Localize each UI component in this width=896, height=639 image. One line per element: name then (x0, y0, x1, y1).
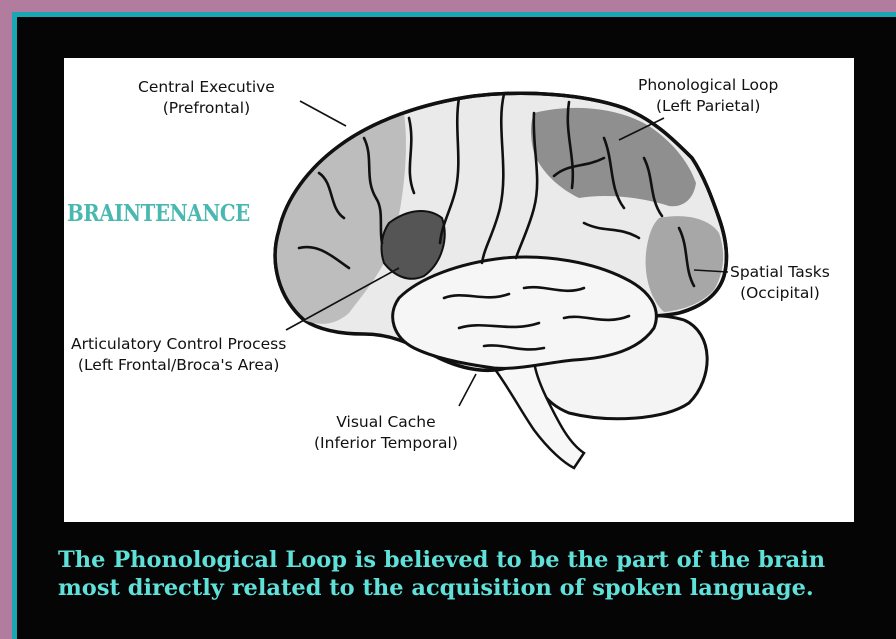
label-visual-cache-line2: (Inferior Temporal) (314, 433, 458, 454)
caption: The Phonological Loop is believed to be … (58, 546, 878, 602)
label-articulatory-line1: Articulatory Control Process (71, 334, 286, 355)
label-spatial-tasks-line2: (Occipital) (730, 283, 830, 304)
label-spatial-tasks-line1: Spatial Tasks (730, 262, 830, 283)
label-central-executive-line2: (Prefrontal) (138, 98, 275, 119)
label-phonological-loop-line1: Phonological Loop (638, 75, 778, 96)
label-phonological-loop: Phonological Loop (Left Parietal) (638, 75, 778, 117)
caption-line2: most directly related to the acquisition… (58, 574, 878, 602)
caption-line1: The Phonological Loop is believed to be … (58, 546, 878, 574)
label-visual-cache-line1: Visual Cache (314, 412, 458, 433)
label-central-executive-line1: Central Executive (138, 77, 275, 98)
label-articulatory-control: Articulatory Control Process (Left Front… (71, 334, 286, 376)
label-spatial-tasks: Spatial Tasks (Occipital) (730, 262, 830, 304)
brand-logo: BRAINTENANCE (67, 200, 250, 227)
brain-diagram: BRAINTENANCE Central Executive (Prefront… (64, 58, 854, 522)
label-articulatory-line2: (Left Frontal/Broca's Area) (71, 355, 286, 376)
label-visual-cache: Visual Cache (Inferior Temporal) (314, 412, 458, 454)
label-central-executive: Central Executive (Prefrontal) (138, 77, 275, 119)
label-phonological-loop-line2: (Left Parietal) (638, 96, 778, 117)
